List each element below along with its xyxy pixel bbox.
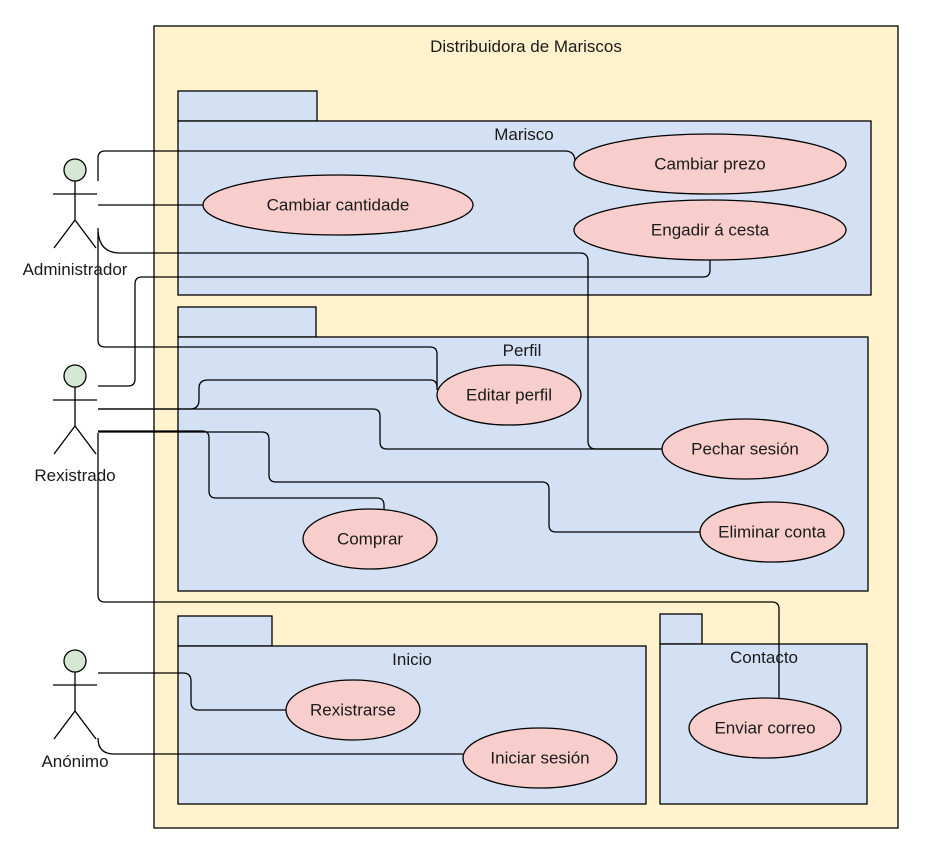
- connector-admin-cambiar-prezo: [97, 150, 576, 181]
- usecase-comprar-label: Comprar: [337, 529, 403, 548]
- usecase-comprar[interactable]: Comprar: [302, 508, 438, 570]
- connector-rexistrado-eliminar-conta: [98, 431, 701, 533]
- package-perfil-label: Perfil: [503, 341, 542, 360]
- connector-admin-pechar-sesion: [97, 227, 663, 450]
- usecase-cambiar-cantidade[interactable]: Cambiar cantidade: [202, 174, 474, 236]
- connectors: [97, 150, 780, 755]
- usecase-engadir-cesta[interactable]: Engadir á cesta: [573, 199, 847, 261]
- actor-anonimo-label: Anónimo: [41, 752, 108, 771]
- usecase-eliminar-conta[interactable]: Eliminar conta: [699, 501, 845, 563]
- connector-anonimo-iniciar-sesion: [97, 737, 463, 755]
- actor-rexistrado-label: Rexistrado: [34, 466, 115, 485]
- connector-admin-editar-perfil: [97, 232, 438, 390]
- package-contacto-label: Contacto: [730, 648, 798, 667]
- usecase-cambiar-cantidade-label: Cambiar cantidade: [267, 195, 410, 214]
- package-marisco-label: Marisco: [494, 125, 554, 144]
- actor-rexistrado[interactable]: [53, 364, 97, 455]
- usecase-editar-perfil-label: Editar perfil: [466, 385, 552, 404]
- actor-administrador-label: Administrador: [23, 260, 128, 279]
- system-title: Distribuidora de Mariscos: [430, 37, 622, 56]
- usecase-rexistrarse[interactable]: Rexistrarse: [285, 679, 421, 741]
- usecase-rexistrarse-label: Rexistrarse: [310, 700, 396, 719]
- actor-administrador[interactable]: [53, 158, 97, 249]
- usecase-enviar-correo-label: Enviar correo: [714, 718, 815, 737]
- usecase-engadir-cesta-label: Engadir á cesta: [651, 220, 770, 239]
- usecase-cambiar-prezo-label: Cambiar prezo: [654, 154, 766, 173]
- connector-rexistrado-pechar-sesion: [98, 408, 663, 450]
- actor-head: [63, 158, 87, 182]
- actor-anonimo[interactable]: [53, 649, 97, 740]
- usecase-eliminar-conta-label: Eliminar conta: [718, 522, 826, 541]
- connector-rexistrado-engadir-cesta: [98, 260, 711, 387]
- usecase-iniciar-sesion[interactable]: Iniciar sesión: [462, 727, 618, 789]
- package-inicio-label: Inicio: [392, 650, 432, 669]
- usecase-iniciar-sesion-label: Iniciar sesión: [490, 748, 589, 767]
- usecase-pechar-sesion-label: Pechar sesión: [691, 439, 799, 458]
- usecase-enviar-correo[interactable]: Enviar correo: [688, 697, 842, 759]
- connector-rexistrado-enviar-correo: [97, 433, 780, 702]
- usecase-pechar-sesion[interactable]: Pechar sesión: [661, 418, 829, 480]
- connector-rexistrado-editar-perfil: [98, 379, 438, 410]
- usecase-cambiar-prezo[interactable]: Cambiar prezo: [573, 133, 847, 195]
- connector-anonimo-rexistrarse: [98, 672, 287, 711]
- actor-head: [63, 649, 87, 673]
- usecase-editar-perfil[interactable]: Editar perfil: [436, 364, 582, 426]
- actor-head: [63, 364, 87, 388]
